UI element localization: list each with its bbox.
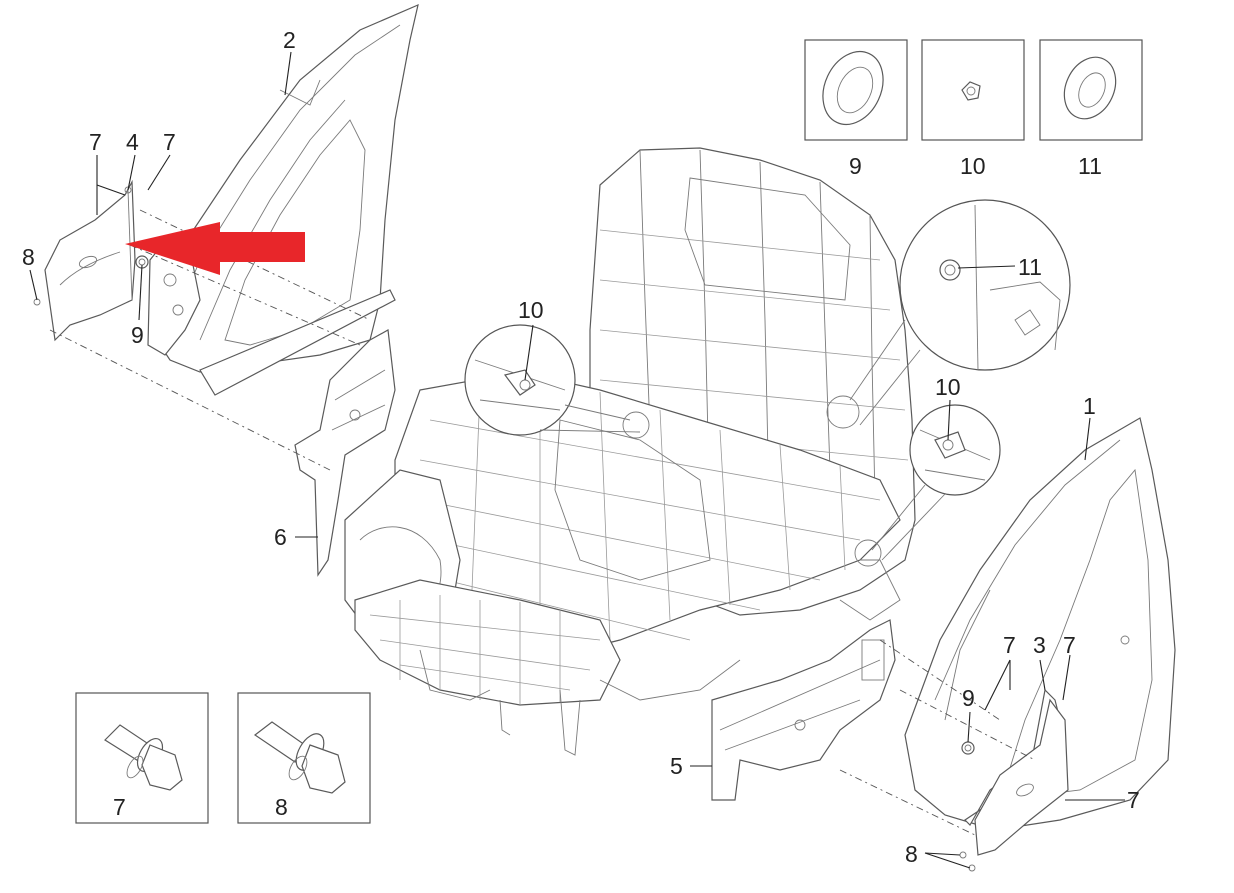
inset-label-11: 11 — [1078, 153, 1102, 179]
leader-lines — [29, 51, 1125, 869]
callout-9: 9 — [962, 685, 975, 711]
cab-body-assembly — [344, 147, 916, 756]
front-bracket-5 — [711, 619, 896, 801]
inset-box-10 — [921, 39, 1025, 141]
callout-10: 10 — [518, 297, 544, 323]
callout-7: 7 — [1127, 787, 1140, 813]
inset-label-7: 7 — [113, 794, 126, 820]
callout-7: 7 — [163, 129, 176, 155]
inset-label-10: 10 — [960, 153, 986, 179]
inset-label-8: 8 — [275, 794, 288, 820]
callout-labels: 2 7 4 7 8 9 10 6 11 10 1 7 3 7 9 5 7 8 9… — [22, 27, 1140, 867]
callout-5: 5 — [670, 753, 683, 779]
detail-circle-11 — [826, 199, 1071, 429]
left-fender-panel — [44, 179, 136, 342]
detail-circle-10-right — [854, 404, 1001, 567]
callout-9: 9 — [131, 322, 144, 348]
callout-6: 6 — [274, 524, 287, 550]
callout-4: 4 — [126, 129, 139, 155]
right-fender-panel — [964, 688, 1069, 856]
callout-8: 8 — [22, 244, 35, 270]
detail-circle-10-left — [464, 324, 650, 439]
left-bracket-6 — [294, 329, 396, 577]
callout-8: 8 — [905, 841, 918, 867]
inset-label-9: 9 — [849, 153, 862, 179]
callout-7: 7 — [89, 129, 102, 155]
inset-box-7 — [75, 692, 209, 824]
callout-3: 3 — [1033, 632, 1046, 658]
callout-2: 2 — [283, 27, 296, 53]
callout-11: 11 — [1018, 254, 1042, 280]
callout-7: 7 — [1063, 632, 1076, 658]
alignment-lines — [49, 209, 1036, 836]
callout-7: 7 — [1003, 632, 1016, 658]
inset-box-8 — [237, 692, 371, 824]
callout-1: 1 — [1083, 393, 1096, 419]
inset-box-9 — [804, 39, 908, 141]
red-arrow-icon — [125, 222, 305, 275]
left-pillar-panel — [147, 3, 419, 396]
callout-10: 10 — [935, 374, 961, 400]
inset-box-11 — [1039, 39, 1143, 141]
